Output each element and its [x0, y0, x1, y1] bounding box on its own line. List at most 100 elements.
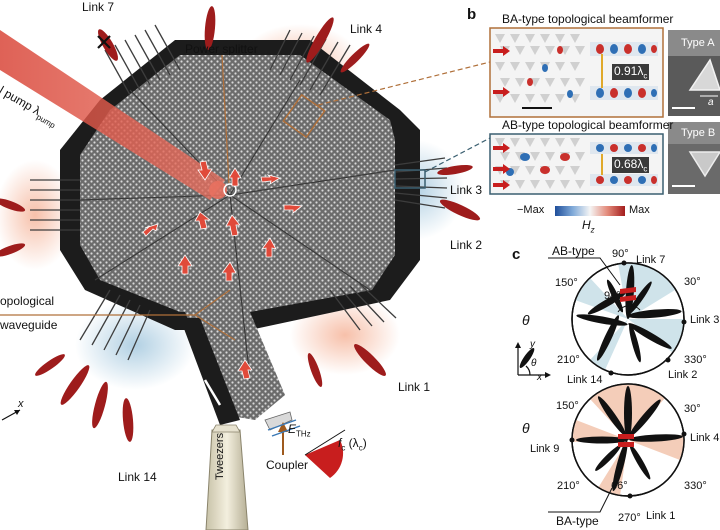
waveguide-comb-link14 — [79, 289, 151, 361]
polar-top-outline — [571, 262, 685, 376]
ba-title: BA-type topological beamformer — [502, 12, 674, 26]
polar-bottom-link9: Link 9 — [530, 443, 560, 455]
ba-field-spots — [527, 42, 658, 100]
axis-indicator-c — [517, 345, 548, 376]
colorbar-field-sub: z — [590, 225, 595, 235]
label-fc-paren-sub: c — [358, 443, 363, 453]
ba-spacing-text: 0.91λ — [614, 64, 644, 78]
beam-lobe — [35, 354, 65, 376]
colorbar-field-text: H — [582, 218, 591, 232]
coupler-horn — [264, 411, 293, 431]
beam-lobe — [92, 381, 108, 429]
panel-c — [515, 257, 687, 513]
theta-top: θ — [522, 312, 530, 328]
label-link1: Link 1 — [398, 380, 431, 394]
pump-beam — [0, 30, 225, 200]
label-link7: Link 7 — [82, 0, 115, 14]
waveguide-pointer — [0, 289, 236, 341]
beam-lobe — [306, 17, 334, 63]
colorbar-field: Hz — [582, 218, 595, 234]
polar-top-30: 30° — [684, 276, 701, 288]
type-b-label: Type B — [681, 127, 716, 139]
waveguide-comb-link7 — [104, 24, 181, 96]
link4-zoom-box — [282, 93, 326, 139]
label-tweezers: Tweezers — [214, 433, 226, 480]
label-link4: Link 4 — [350, 22, 383, 36]
lobe — [629, 434, 683, 442]
a-label: a — [708, 97, 714, 108]
lobe — [629, 399, 661, 437]
arrow — [177, 254, 193, 275]
e-thz-arrows — [267, 419, 301, 437]
axis-indicator-c-lobe — [519, 348, 535, 368]
arrow — [197, 160, 213, 181]
polar-bottom-sector — [571, 420, 628, 442]
lobe — [624, 386, 632, 440]
polar-top-arrows — [620, 287, 636, 302]
beam-lobe — [437, 164, 473, 176]
theta-bottom: θ — [522, 420, 530, 436]
beam-lobe — [340, 43, 370, 73]
polar-bottom-marker: 66° — [611, 480, 628, 492]
beam-lobe — [60, 365, 90, 405]
sem-type-a-triangle — [688, 58, 720, 91]
beam-lobes — [0, 6, 481, 442]
link4-zoom-connector — [317, 61, 491, 106]
polar-top-angle-arc — [617, 305, 641, 313]
polar-bottom-arrows — [618, 434, 634, 447]
tweezers — [205, 429, 249, 530]
axis-c-theta: θ — [531, 358, 537, 369]
panel-a — [0, 6, 491, 530]
propagation-arrows — [142, 160, 304, 380]
lobe — [576, 436, 628, 444]
arrow — [261, 237, 277, 258]
label-fc-paren: (λ — [345, 436, 359, 450]
ab-field-spots — [506, 142, 658, 186]
beam-lobe — [307, 353, 323, 387]
arrow — [142, 223, 159, 237]
beam-lobe — [122, 398, 134, 442]
label-power-splitter: Power splitter — [185, 42, 258, 56]
polar-bottom-30: 30° — [684, 403, 701, 415]
waveguide-comb-link3 — [394, 157, 448, 209]
label-link2: Link 2 — [450, 238, 483, 252]
lobe — [597, 396, 627, 436]
colorbar-min: −Max — [517, 204, 545, 216]
arrow — [228, 167, 242, 187]
lobe — [576, 314, 628, 326]
beam-lobe — [354, 344, 386, 376]
colorbar — [555, 206, 625, 216]
waveguide-comb-left — [30, 179, 80, 231]
panel-c-letter: c — [512, 246, 521, 263]
type-a-label: Type A — [681, 37, 715, 49]
label-axis-x-a: x — [18, 398, 24, 410]
label-link3: Link 3 — [450, 183, 483, 197]
panel-b-letter: b — [467, 6, 477, 23]
lobe — [606, 279, 624, 313]
ba-lattice — [495, 34, 585, 103]
label-tweezers-text: Tweezers — [214, 432, 226, 480]
label-e-thz-sub: THz — [296, 429, 311, 439]
power-splitter-ring — [223, 183, 237, 197]
beam-lobe — [0, 243, 26, 257]
lobe — [627, 309, 682, 319]
axis-c-y: y — [530, 339, 535, 350]
ba-type-label: BA-type — [556, 514, 599, 528]
axis-indicator-a — [1, 409, 21, 421]
arrow — [260, 174, 282, 185]
waveguide-comb-link1 — [329, 283, 397, 331]
sem-type-b-triangle — [688, 151, 720, 178]
polar-bottom-link-dots — [569, 431, 687, 499]
polar-top-330: 330° — [684, 354, 707, 366]
polar-top-marker: 94° — [604, 290, 621, 302]
arrow — [225, 214, 241, 237]
polar-top-link-dots — [608, 260, 687, 376]
axis-c-x: x — [537, 372, 542, 383]
polar-top-link7: Link 7 — [636, 254, 666, 266]
arrow — [194, 211, 212, 230]
glow-left — [0, 160, 75, 270]
label-fc-close: ) — [362, 436, 367, 450]
ab-spacing: 0.68λc — [612, 157, 650, 174]
lobe — [629, 323, 641, 363]
